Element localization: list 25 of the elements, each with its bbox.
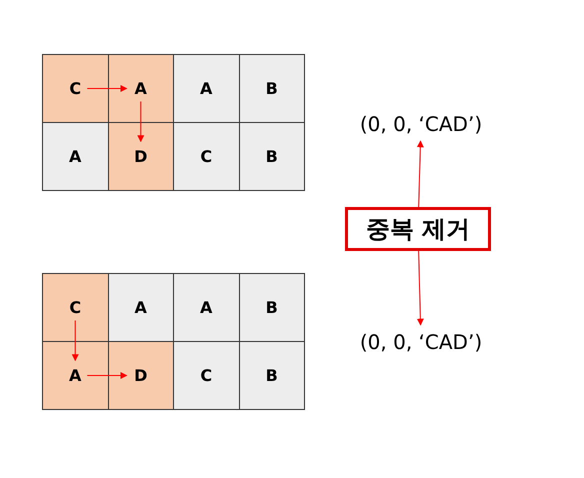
grid-cell: B [238, 341, 305, 410]
grid-cell: D [108, 341, 174, 410]
grid-cell: C [42, 273, 108, 342]
grid-cell: A [173, 273, 240, 342]
tuple-label: (0, 0, ‘CAD’) [360, 112, 482, 136]
grid-cell: B [238, 122, 305, 191]
grid-cell: C [173, 122, 240, 191]
grid-cell: A [108, 54, 174, 123]
grid-cell: C [173, 341, 240, 410]
grid-cell: A [173, 54, 240, 123]
arrow [416, 250, 424, 326]
grid-cell: B [238, 54, 305, 123]
grid-cell: A [42, 341, 108, 410]
arrow [137, 101, 144, 142]
grid-cell: A [108, 273, 174, 342]
arrow [86, 85, 128, 92]
arrow [86, 372, 128, 379]
arrow [416, 140, 424, 208]
arrow [72, 320, 79, 362]
grid-cell: A [42, 122, 108, 191]
grid-cell: C [42, 54, 108, 123]
grid-cell: B [238, 273, 305, 342]
process-box: 중복 제거 [345, 207, 491, 251]
tuple-label: (0, 0, ‘CAD’) [360, 330, 482, 354]
grid-cell: D [108, 122, 174, 191]
